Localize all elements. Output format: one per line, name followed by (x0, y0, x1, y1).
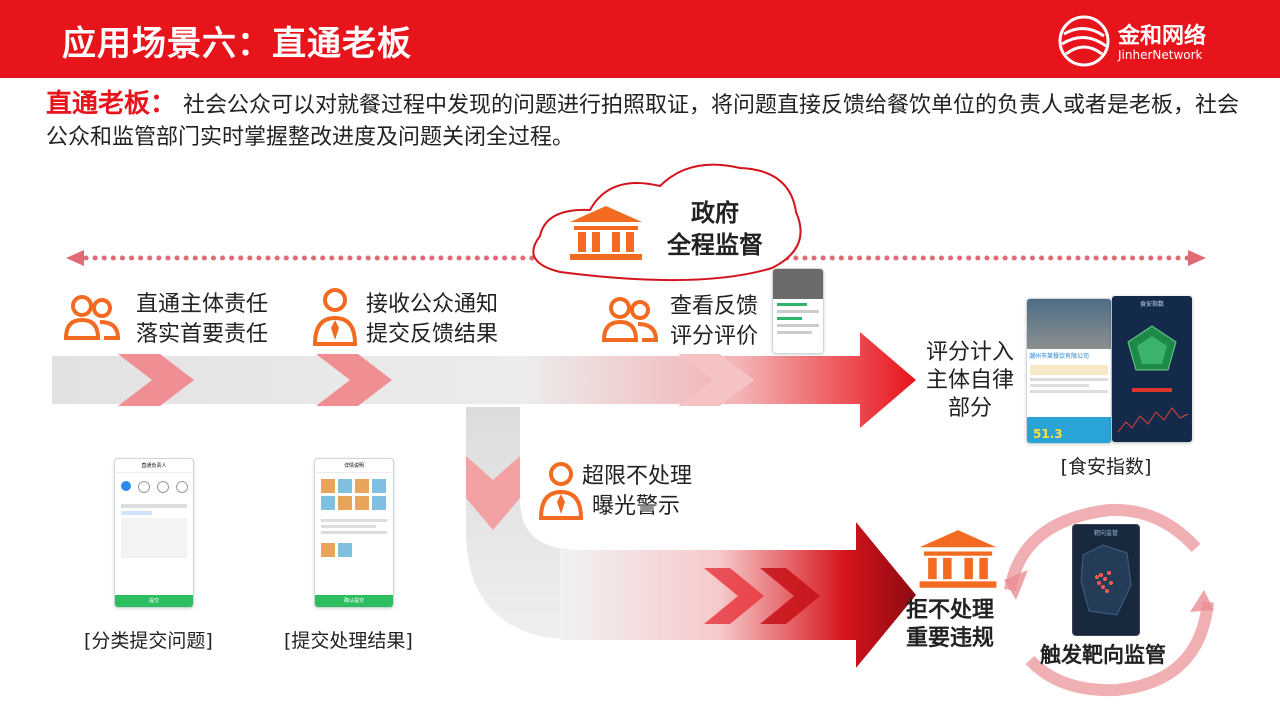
food-index-caption: [食安指数] (1060, 456, 1152, 478)
map-phone-title: 靶向监管 (1093, 530, 1118, 537)
review-photo (773, 269, 823, 299)
intro-text: 社会公众可以对就餐过程中发现的问题进行拍照取证，将问题直接反馈给餐饮单位的负责人… (46, 93, 1240, 150)
government-line1: 政府 (691, 199, 739, 227)
step3-line1: 查看反馈 (670, 294, 759, 319)
phone2-submit-button[interactable]: 确认提交 (315, 595, 393, 607)
page-title: 应用场景六：直通老板 (62, 24, 412, 64)
exposure-line1: 超限不处理 (582, 464, 693, 489)
person-tie-icon (538, 462, 584, 520)
government-building-icon (570, 206, 642, 260)
step1-line2: 落实首要责任 (136, 322, 269, 347)
government-building-icon (919, 530, 997, 588)
refuse-line1: 拒不处理 (906, 598, 995, 623)
score-line2: 主体自律 (925, 368, 1014, 393)
person-tie-icon (312, 288, 358, 346)
dashboard-title: 食安指数 (1139, 301, 1164, 308)
intro-label: 直通老板： (46, 89, 177, 119)
government-line2: 全程监督 (667, 231, 763, 259)
radar-chart-icon (1117, 325, 1189, 433)
food-index-phone: 潮州市某餐饮有限公司 51.3 (1026, 298, 1112, 444)
globe-logo-icon (1058, 15, 1110, 67)
submit-problem-caption: [分类提交问题] (84, 630, 213, 652)
step3-line2: 评分评价 (670, 324, 759, 349)
hotspot-map-icon (1080, 544, 1132, 616)
score-line1: 评分计入 (925, 340, 1014, 365)
review-phone (772, 268, 824, 354)
company-name: 潮州市某餐饮有限公司 (1029, 353, 1090, 360)
chevron-down (466, 456, 520, 530)
food-index-score: 51.3 (1027, 417, 1111, 443)
phone2-header: 详情说明 (315, 459, 393, 473)
target-map-phone: 靶向监管 (1072, 524, 1140, 636)
submit-result-phone: 详情说明 确认提交 (314, 458, 394, 608)
phone1-header: 直通负责人 (115, 459, 193, 473)
flow-graphic (52, 163, 1214, 697)
cloud-shape (532, 163, 802, 282)
step1-line1: 直通主体责任 (136, 292, 269, 317)
header-bar (0, 0, 1280, 78)
people-icon (601, 297, 659, 342)
score-line3: 部分 (947, 396, 992, 421)
step2-line1: 接收公众通知 (366, 292, 499, 317)
refuse-line2: 重要违规 (906, 626, 995, 651)
dotted-arrow (66, 250, 1206, 266)
exposure-line2: 曝光警示 (592, 494, 681, 519)
submit-problem-phone: 直通负责人 提交 (114, 458, 194, 608)
step2-line2: 提交反馈结果 (366, 322, 499, 347)
targeted-supervision-label: 触发靶向监管 (1040, 643, 1166, 667)
brand-name-cn: 金和网络 (1118, 24, 1207, 49)
food-index-dashboard: 食安指数 (1112, 296, 1192, 442)
intro-paragraph: 直通老板： 社会公众可以对就餐过程中发现的问题进行拍照取证，将问题直接反馈给餐饮… (46, 88, 1246, 154)
people-icon (63, 295, 121, 340)
phone1-submit-button[interactable]: 提交 (115, 595, 193, 607)
brand-name-en: JinherNetwork (1118, 48, 1203, 62)
brand-logo: 金和网络 JinherNetwork (1056, 14, 1216, 68)
submit-result-caption: [提交处理结果] (284, 630, 413, 652)
